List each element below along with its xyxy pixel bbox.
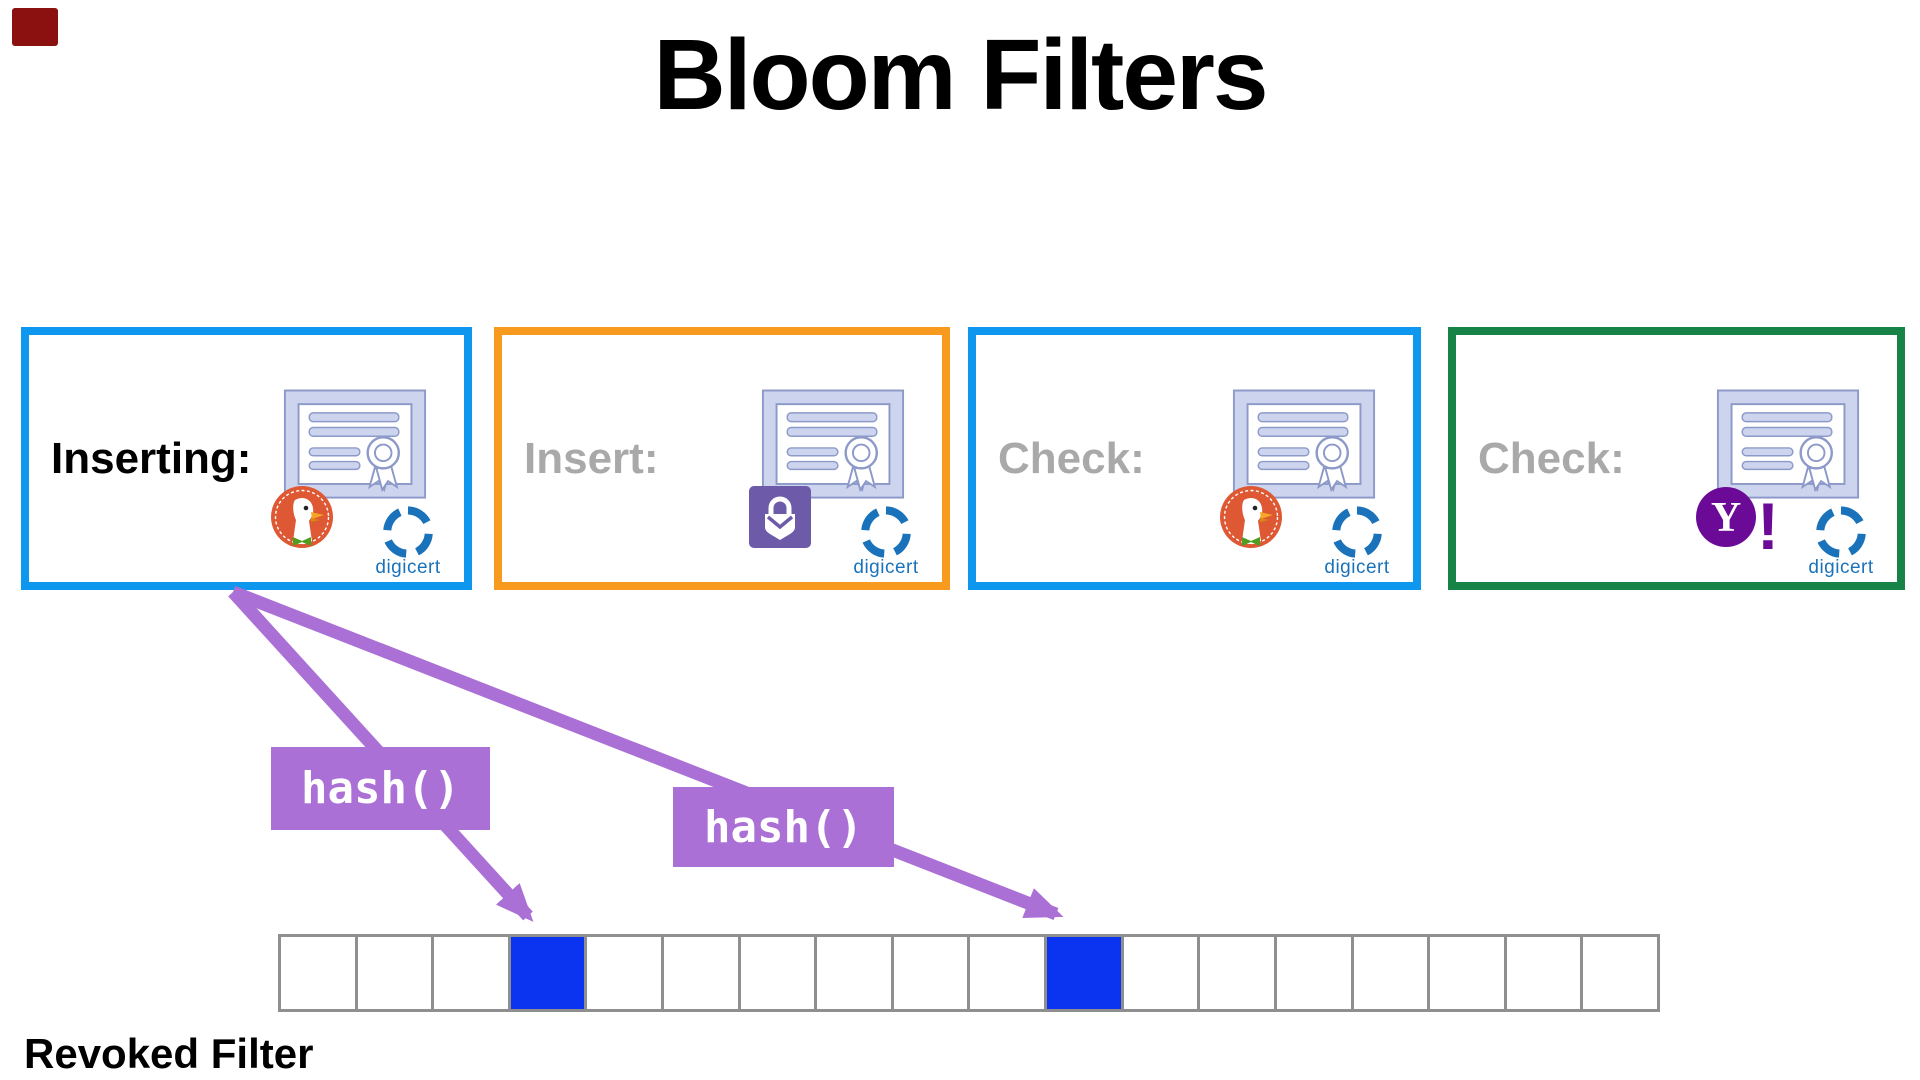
bit-cell-13 — [1277, 937, 1354, 1009]
cert-box-inserting: Inserting: — [21, 327, 472, 590]
digicert-label: digicert — [853, 557, 919, 578]
digicert-logo: digicert — [1313, 505, 1401, 579]
cert-box-insert: Insert: — [494, 327, 950, 590]
cert-box-check-yahoo: Check: Y ! — [1448, 327, 1905, 590]
digicert-swirl-icon — [383, 506, 433, 558]
bit-cell-5 — [664, 937, 741, 1009]
digicert-swirl-icon — [1816, 506, 1866, 558]
bit-cell-8 — [894, 937, 971, 1009]
bit-cell-4 — [587, 937, 665, 1009]
bloom-filter-bit-array — [278, 934, 1660, 1012]
box-label: Insert: — [524, 433, 659, 483]
box-label: Check: — [1478, 433, 1625, 483]
protonmail-logo — [749, 486, 811, 548]
certificate-icon-group: digicert — [748, 379, 928, 579]
certificate-icon-group: Y ! digicert — [1696, 379, 1885, 579]
hash-function-label-2: hash() — [673, 787, 894, 867]
bit-cell-16 — [1507, 937, 1584, 1009]
bit-cell-7 — [817, 937, 894, 1009]
page-title: Bloom Filters — [653, 19, 1269, 131]
yahoo-logo: Y ! — [1696, 487, 1779, 555]
bit-cell-15 — [1430, 937, 1507, 1009]
hash-function-label-1: hash() — [271, 747, 490, 830]
digicert-label: digicert — [1324, 557, 1390, 578]
digicert-logo: digicert — [1797, 505, 1885, 579]
digicert-swirl-icon — [861, 506, 911, 558]
certificate-icon — [283, 389, 427, 499]
digicert-label: digicert — [1808, 557, 1874, 578]
bit-cell-10 — [1047, 937, 1124, 1009]
yahoo-bang-glyph: ! — [1757, 489, 1779, 555]
certificate-icon — [1716, 389, 1860, 499]
digicert-logo: digicert — [842, 505, 930, 579]
filter-caption: Revoked Filter — [24, 1030, 314, 1077]
bit-cell-0 — [281, 937, 358, 1009]
certificate-icon — [761, 389, 905, 499]
bit-cell-17 — [1583, 937, 1657, 1009]
certificate-icon — [1232, 389, 1376, 499]
duckduckgo-logo — [1220, 486, 1282, 548]
bit-cell-1 — [358, 937, 435, 1009]
red-corner-marker — [12, 8, 58, 46]
bit-cell-11 — [1124, 937, 1201, 1009]
certificate-icon-group: digicert — [270, 379, 450, 579]
cert-box-check-duckduckgo: Check: — [968, 327, 1421, 590]
duckduckgo-logo — [271, 486, 333, 548]
digicert-label: digicert — [375, 557, 441, 578]
bit-cell-12 — [1200, 937, 1277, 1009]
bit-cell-2 — [434, 937, 511, 1009]
digicert-logo: digicert — [364, 505, 452, 579]
box-label: Check: — [998, 433, 1145, 483]
bit-cell-6 — [741, 937, 818, 1009]
digicert-swirl-icon — [1332, 506, 1382, 558]
box-label: Inserting: — [51, 433, 252, 483]
bit-cell-3 — [510, 937, 588, 1009]
bit-cell-9 — [970, 937, 1048, 1009]
certificate-icon-group: digicert — [1219, 379, 1399, 579]
bit-cell-14 — [1354, 937, 1431, 1009]
yahoo-y-glyph: Y — [1711, 495, 1741, 541]
